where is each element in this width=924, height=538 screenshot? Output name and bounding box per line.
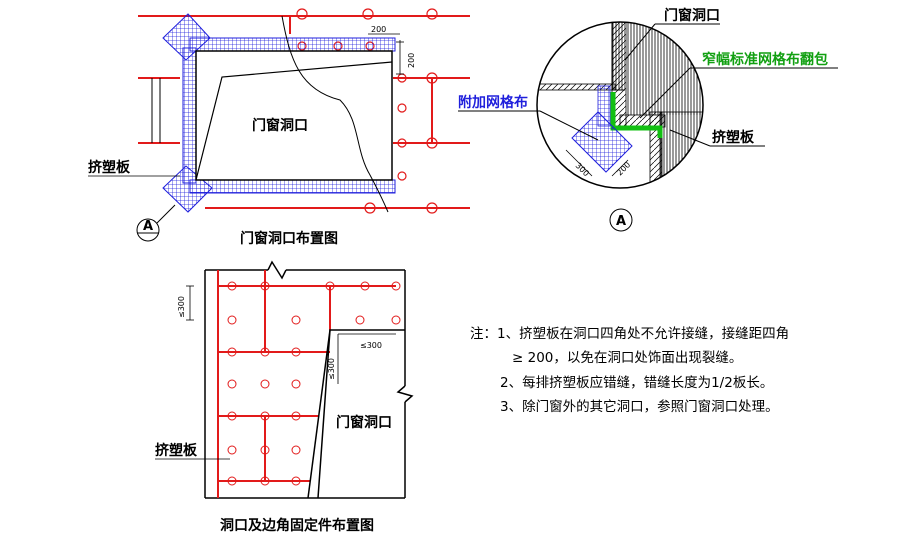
detail-a: 300 200 门窗洞口 窄幅标准网格布翻包 附加网格布 挤塑板 A: [458, 7, 838, 232]
opening-label-2: 门窗洞口: [336, 414, 392, 431]
note-line-1: 注：1、挤塑板在洞口四角处不允许接缝，接缝距四角: [470, 325, 789, 342]
detail-a-marker-label: A: [143, 219, 153, 234]
anchor-points-2: [227, 281, 401, 486]
detail-a-title-marker: [609, 208, 633, 232]
detail-opening-label: 门窗洞口: [664, 7, 720, 24]
dim-left-label: ≤300: [177, 296, 186, 318]
note-line-3: 2、每排挤塑板应错缝，错缝长度为1/2板长。: [500, 374, 773, 391]
detail-a-marker: [136, 218, 160, 242]
fixing-layout-diagram: ≤300 ≤300 ≤300 门窗洞口 挤塑板 洞口及边角固定件布置图: [155, 260, 414, 534]
board-label-2: 挤塑板: [155, 442, 198, 459]
extra-mesh-label: 附加网格布: [458, 94, 528, 111]
opening-layout-diagram: 200 200 门窗洞口 挤塑板 A 门窗洞口布置图: [88, 8, 470, 247]
notes: 注：1、挤塑板在洞口四角处不允许接缝，接缝距四角 ≥ 200，以免在洞口处饰面出…: [470, 325, 789, 415]
standard-mesh-label: 窄幅标准网格布翻包: [702, 51, 828, 68]
board-label: 挤塑板: [88, 159, 131, 176]
opening-outline: [195, 50, 393, 181]
detail-board-label: 挤塑板: [712, 129, 755, 146]
dim-vert-label: ≤300: [327, 358, 336, 380]
diagram-2-title: 洞口及边角固定件布置图: [220, 517, 374, 534]
diagram-1-title: 门窗洞口布置图: [240, 230, 338, 247]
dimension-lines: [368, 33, 404, 75]
dim-width-label: 200: [371, 25, 386, 34]
opening-label: 门窗洞口: [252, 117, 308, 134]
board-lines-2: [217, 270, 396, 498]
note-line-2: ≥ 200，以免在洞口处饰面出现裂缝。: [512, 350, 742, 366]
note-line-4: 3、除门窗外的其它洞口，参照门窗洞口处理。: [500, 398, 779, 415]
mesh-frame: [162, 13, 396, 213]
opening-outline-2: [307, 329, 405, 499]
detail-a-title: A: [616, 214, 626, 229]
dim-horiz-label: ≤300: [360, 341, 382, 350]
dim-height-label: 200: [407, 53, 416, 68]
